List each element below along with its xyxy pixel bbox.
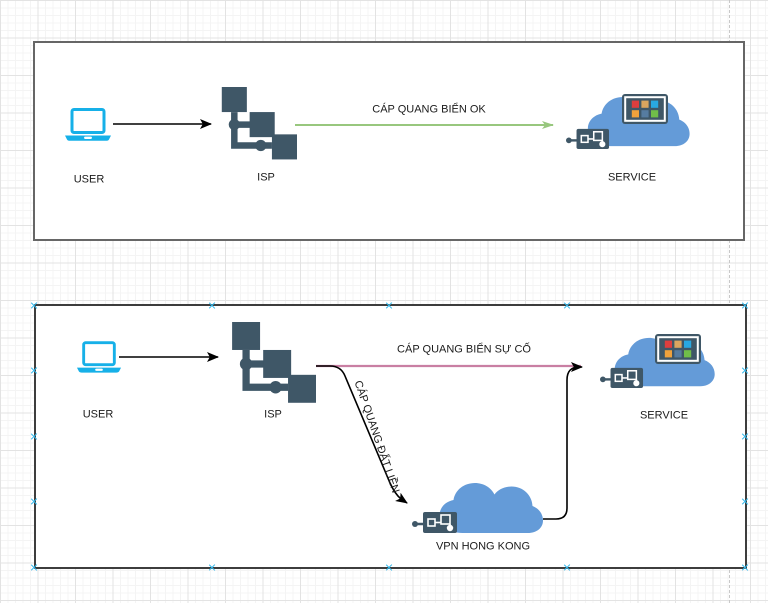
connection-point-marker[interactable] — [31, 498, 38, 505]
connection-point-marker[interactable] — [742, 498, 749, 505]
cloud-icon — [439, 483, 543, 533]
network-node-icon — [232, 322, 316, 403]
connection-point-marker[interactable] — [564, 302, 571, 309]
connection-point-marker[interactable] — [31, 564, 38, 571]
label-service-bottom: SERVICE — [639, 409, 689, 422]
node-vpn-cloud[interactable] — [436, 481, 544, 540]
page-break-line — [729, 0, 730, 603]
connection-point-marker[interactable] — [31, 302, 38, 309]
app-grid-icon — [655, 334, 701, 364]
node-isp-bottom[interactable] — [229, 322, 316, 409]
label-user-top: USER — [73, 173, 105, 186]
node-service-bottom-gateway[interactable] — [600, 364, 644, 390]
label-edge-sea-ok: CÁP QUANG BIỂN OK — [372, 103, 486, 116]
vpn-gateway-icon — [566, 128, 610, 149]
app-grid-icon — [622, 94, 668, 124]
connection-point-marker[interactable] — [31, 433, 38, 440]
node-service-top-gateway[interactable] — [566, 125, 610, 151]
label-service-top: SERVICE — [607, 171, 657, 184]
connection-point-marker[interactable] — [742, 367, 749, 374]
connection-point-marker[interactable] — [208, 302, 215, 309]
connection-point-marker[interactable] — [564, 564, 571, 571]
node-vpn-gateway[interactable] — [412, 508, 458, 535]
connection-point-marker[interactable] — [742, 433, 749, 440]
connection-point-marker[interactable] — [208, 564, 215, 571]
label-isp-top: ISP — [257, 171, 275, 184]
connection-point-marker[interactable] — [386, 302, 393, 309]
label-isp-bottom: ISP — [264, 408, 282, 421]
vpn-gateway-icon — [600, 367, 644, 388]
network-node-icon — [221, 87, 297, 160]
laptop-icon — [76, 341, 122, 373]
connection-point-marker[interactable] — [31, 367, 38, 374]
connection-point-marker[interactable] — [742, 302, 749, 309]
connection-point-marker[interactable] — [386, 564, 393, 571]
label-edge-sea-fault: CÁP QUANG BIỂN SỰ CỐ — [397, 343, 531, 356]
laptop-icon — [65, 108, 111, 141]
node-service-bottom-apps[interactable] — [655, 334, 701, 364]
node-user-top[interactable] — [64, 108, 112, 142]
node-isp-top[interactable] — [219, 87, 297, 165]
label-user-bottom: USER — [82, 408, 114, 421]
connection-point-marker[interactable] — [742, 564, 749, 571]
vpn-gateway-icon — [412, 512, 457, 533]
node-user-bottom[interactable] — [76, 341, 122, 374]
label-vpn: VPN HONG KONG — [435, 540, 531, 553]
node-service-top-apps[interactable] — [622, 94, 668, 124]
